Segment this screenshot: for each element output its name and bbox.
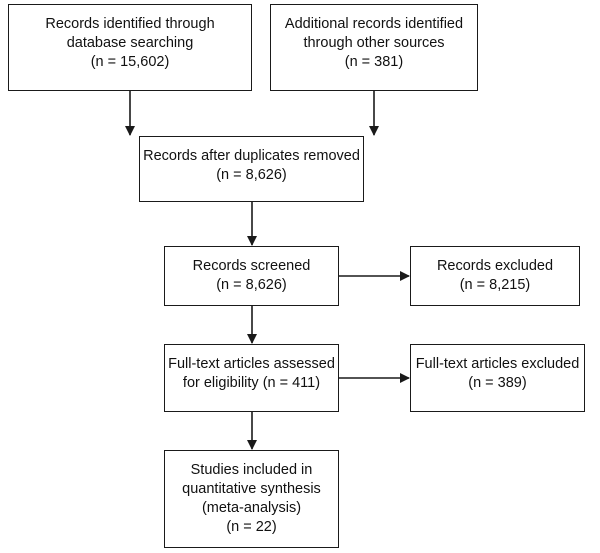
box-line: Full-text articles excluded <box>415 356 580 372</box>
box-line: (n = 22) <box>226 519 277 535</box>
box-line: quantitative synthesis <box>182 481 321 497</box>
box-studies-included: Studies included in quantitative synthes… <box>164 450 339 548</box>
box-line: Records identified through <box>45 16 215 32</box>
box-line: Full-text articles assessed <box>168 356 335 372</box>
box-fulltext-excluded: Full-text articles excluded (n = 389) <box>410 344 585 412</box>
box-line: (meta-analysis) <box>201 500 302 516</box>
box-line: (n = 381) <box>344 54 404 70</box>
box-line: Studies included in <box>190 462 313 478</box>
box-records-screened: Records screened (n = 8,626) <box>164 246 339 306</box>
box-fulltext-assessed: Full-text articles assessed for eligibil… <box>164 344 339 412</box>
box-line: Records screened <box>192 258 311 274</box>
box-line: for eligibility (n = 411) <box>182 375 321 391</box>
box-line: (n = 15,602) <box>90 54 170 70</box>
box-line: Additional records identified <box>284 16 464 32</box>
box-line: (n = 389) <box>468 375 527 391</box>
box-line: (n = 8,215) <box>459 277 531 293</box>
box-records-after-duplicates: Records after duplicates removed (n = 8,… <box>139 136 364 202</box>
box-additional-records-other-sources: Additional records identified through ot… <box>270 4 478 91</box>
box-line: Records after duplicates removed <box>143 148 360 164</box>
box-records-identified-database: Records identified through database sear… <box>8 4 252 91</box>
box-line: through other sources <box>303 35 445 51</box>
box-line: Records excluded <box>436 258 554 274</box>
box-line: (n = 8,626) <box>216 277 287 293</box>
box-records-excluded: Records excluded (n = 8,215) <box>410 246 580 306</box>
box-line: (n = 8,626) <box>216 167 287 183</box>
box-line: database searching <box>66 35 194 51</box>
